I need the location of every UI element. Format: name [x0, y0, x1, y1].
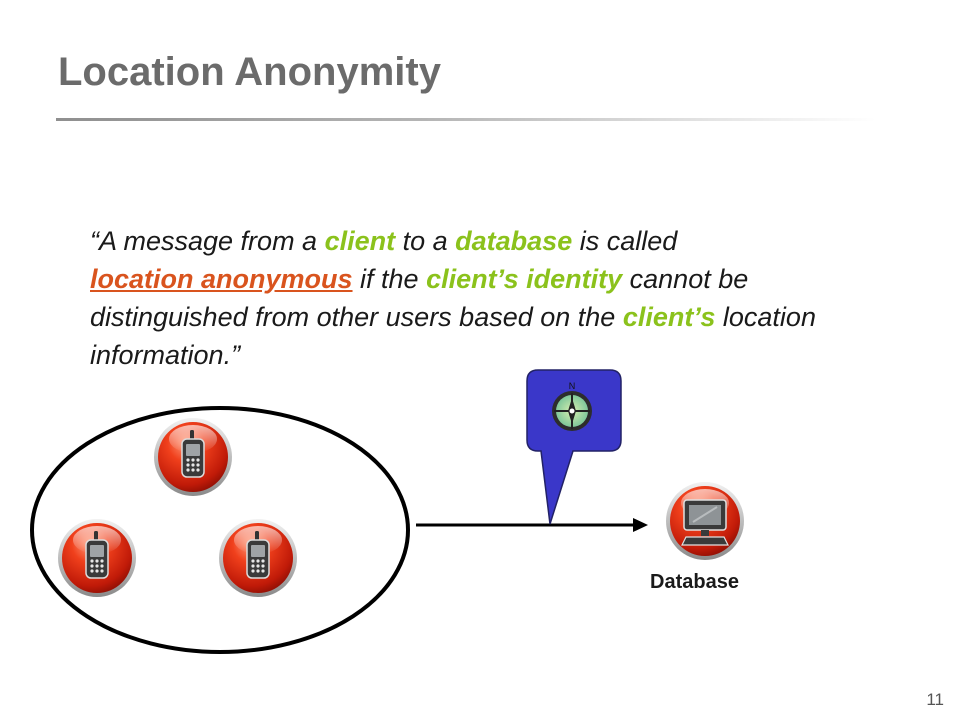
message-arrowhead: [633, 518, 648, 532]
term-clients: client’s: [622, 302, 716, 332]
mobile-phone-icon: [218, 518, 298, 598]
page-number: 11: [926, 690, 944, 709]
anonymity-set-ellipse: [30, 406, 410, 654]
title-divider: [56, 118, 876, 121]
database-label: Database: [650, 571, 739, 593]
slide-title: Location Anonymity: [58, 50, 441, 94]
term-clients-identity: client’s identity: [426, 264, 623, 294]
compass-icon: N: [552, 381, 592, 431]
compass-north-label: N: [569, 381, 576, 391]
quote-text-open: “A message from a: [90, 226, 325, 256]
mobile-phone-icon: [57, 518, 137, 598]
mobile-phone-icon: [153, 417, 233, 497]
quote-text-mid3: if the: [352, 264, 427, 294]
quote-text-mid2: is called: [572, 226, 678, 256]
desktop-computer-icon: [666, 482, 744, 560]
definition-quote: “A message from a client to a database i…: [90, 222, 890, 374]
quote-text-close: location information.”: [90, 302, 816, 370]
quote-text-mid4: cannot be distinguished from other users…: [90, 264, 749, 332]
quote-text-mid1: to a: [395, 226, 456, 256]
term-database: database: [455, 226, 573, 256]
term-client: client: [324, 226, 396, 256]
term-location-anonymous: location anonymous: [90, 264, 353, 294]
location-message-callout: [526, 369, 622, 525]
